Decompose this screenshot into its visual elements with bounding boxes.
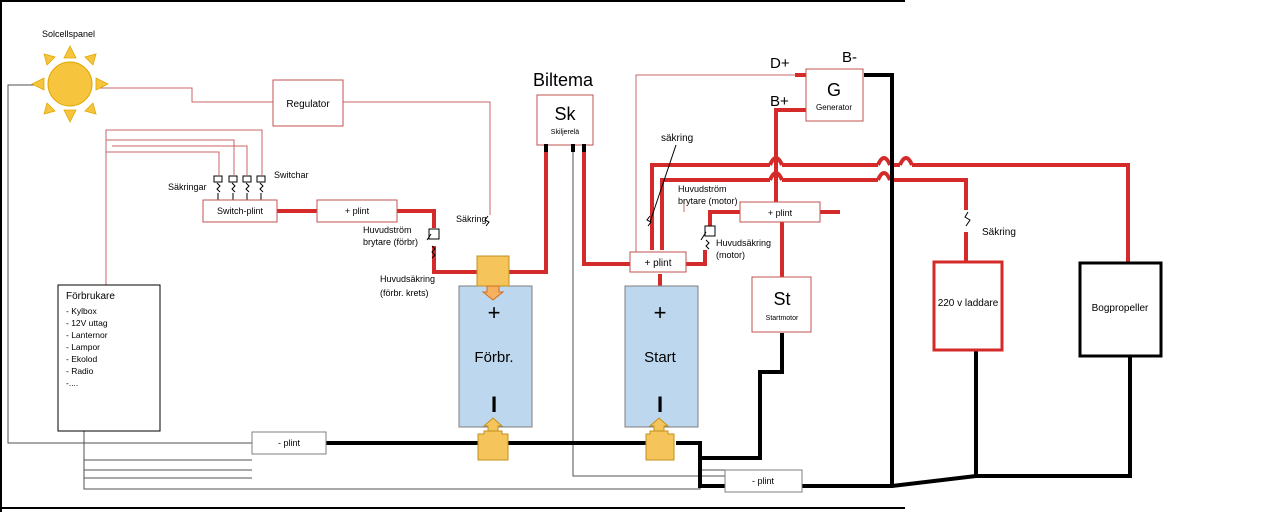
generator-box	[805, 68, 864, 122]
fuse-start-icon	[646, 215, 652, 227]
bogpropeller-box	[1078, 261, 1163, 358]
battery-start-minus-terminal	[645, 417, 675, 461]
huvudstrom-forbr-line2: brytare (förbr)	[363, 237, 418, 247]
forbrukare-item-5: - Radio	[66, 366, 94, 376]
battery-forbr-plus: +	[488, 300, 501, 325]
forbrukare-box	[57, 284, 161, 432]
battery-start	[624, 285, 699, 428]
battery-forbr-minus: I	[491, 392, 497, 417]
switch-plint-label: Switch-plint	[217, 206, 264, 216]
plus-plint-start-label: + plint	[645, 258, 672, 269]
forbrukare-item-4: - Ekolod	[66, 354, 97, 364]
battery-forbr-label: Förbr.	[474, 349, 513, 366]
switchar-label: Switchar	[274, 170, 309, 180]
huvudsakring-forbr-line2: (förbr. krets)	[380, 288, 429, 298]
thin-negative-wires	[7, 84, 725, 490]
huvudsakring-motor-line2: (motor)	[716, 250, 745, 260]
d-plus-label: D+	[770, 55, 790, 72]
minus-plint-left-label: - plint	[278, 438, 301, 448]
regulator-box	[272, 79, 344, 127]
main-switch-motor-icon	[700, 225, 716, 250]
solar-panel-label: Solcellspanel	[42, 29, 95, 39]
huvudstrom-motor-line1: Huvudström	[678, 184, 727, 194]
startmotor-box	[751, 276, 812, 333]
forbrukare-item-2: - Lanternor	[66, 330, 108, 340]
plus-plint-start-box	[629, 251, 687, 273]
fuse-charger-icon	[964, 211, 971, 227]
forbrukare-item-6: -....	[66, 378, 78, 388]
startmotor-name: Startmotor	[766, 315, 799, 322]
battery-forbr-minus-terminal	[477, 417, 509, 461]
battery-forbr	[458, 285, 533, 428]
thick-black-wires	[326, 73, 1132, 488]
huvudsakring-motor-line1: Huvudsäkring	[716, 238, 771, 248]
thick-red-wires	[277, 73, 1130, 287]
plus-plint-motor-label: + plint	[768, 208, 793, 218]
sk-code: Sk	[554, 104, 576, 124]
generator-name: Generator	[816, 103, 852, 112]
battery-start-minus: I	[657, 392, 663, 417]
charger-label: 220 v laddare	[938, 298, 999, 309]
battery-start-label: Start	[644, 349, 677, 366]
biltema-label: Biltema	[533, 70, 594, 90]
plus-plint-motor-box	[739, 201, 821, 223]
forbrukare-title: Förbrukare	[66, 291, 115, 302]
forbrukare-item-3: - Lampor	[66, 342, 100, 352]
b-minus-label: B-	[842, 49, 857, 66]
battery-forbr-plus-terminal	[476, 255, 510, 301]
switch-plint-box	[202, 199, 278, 223]
sakring-charger-label: Säkring	[982, 227, 1016, 238]
b-plus-label: B+	[770, 93, 789, 110]
huvudstrom-motor-line2: brytare (motor)	[678, 196, 738, 206]
sk-relay-box	[536, 94, 594, 146]
sakring-start-label: säkring	[661, 133, 693, 144]
bogpropeller-label: Bogpropeller	[1092, 303, 1149, 314]
sk-terminals	[544, 144, 586, 152]
huvudstrom-forbr-line1: Huvudström	[363, 225, 412, 235]
generator-code: G	[827, 80, 841, 100]
sun-icon	[31, 45, 109, 123]
sakring-forbr-label: Säkring	[456, 214, 487, 224]
plus-plint-forbr-box	[316, 199, 398, 223]
minus-plint-right-label: - plint	[752, 476, 775, 486]
minus-plint-left-box	[251, 431, 327, 455]
main-switch-forbr-icon	[426, 228, 440, 259]
fuse-row	[213, 175, 266, 200]
minus-plint-right-box	[724, 469, 803, 493]
sakringar-label: Säkringar	[168, 182, 207, 192]
regulator-label: Regulator	[286, 99, 330, 110]
forbrukare-item-0: - Kylbox	[66, 306, 97, 316]
frame	[0, 0, 905, 512]
forbrukare-item-1: - 12V uttag	[66, 318, 108, 328]
sk-name: Skiljerelä	[551, 129, 580, 136]
battery-start-plus: +	[654, 300, 667, 325]
plus-plint-forbr-label: + plint	[345, 206, 370, 216]
charger-box	[932, 260, 1004, 352]
thin-red-wires	[100, 74, 806, 285]
sakring-start-pointer	[649, 144, 677, 223]
fuse-forbr-icon	[484, 215, 490, 227]
huvudsakring-forbr-line1: Huvudsäkring	[380, 274, 435, 284]
startmotor-code: St	[773, 289, 790, 309]
